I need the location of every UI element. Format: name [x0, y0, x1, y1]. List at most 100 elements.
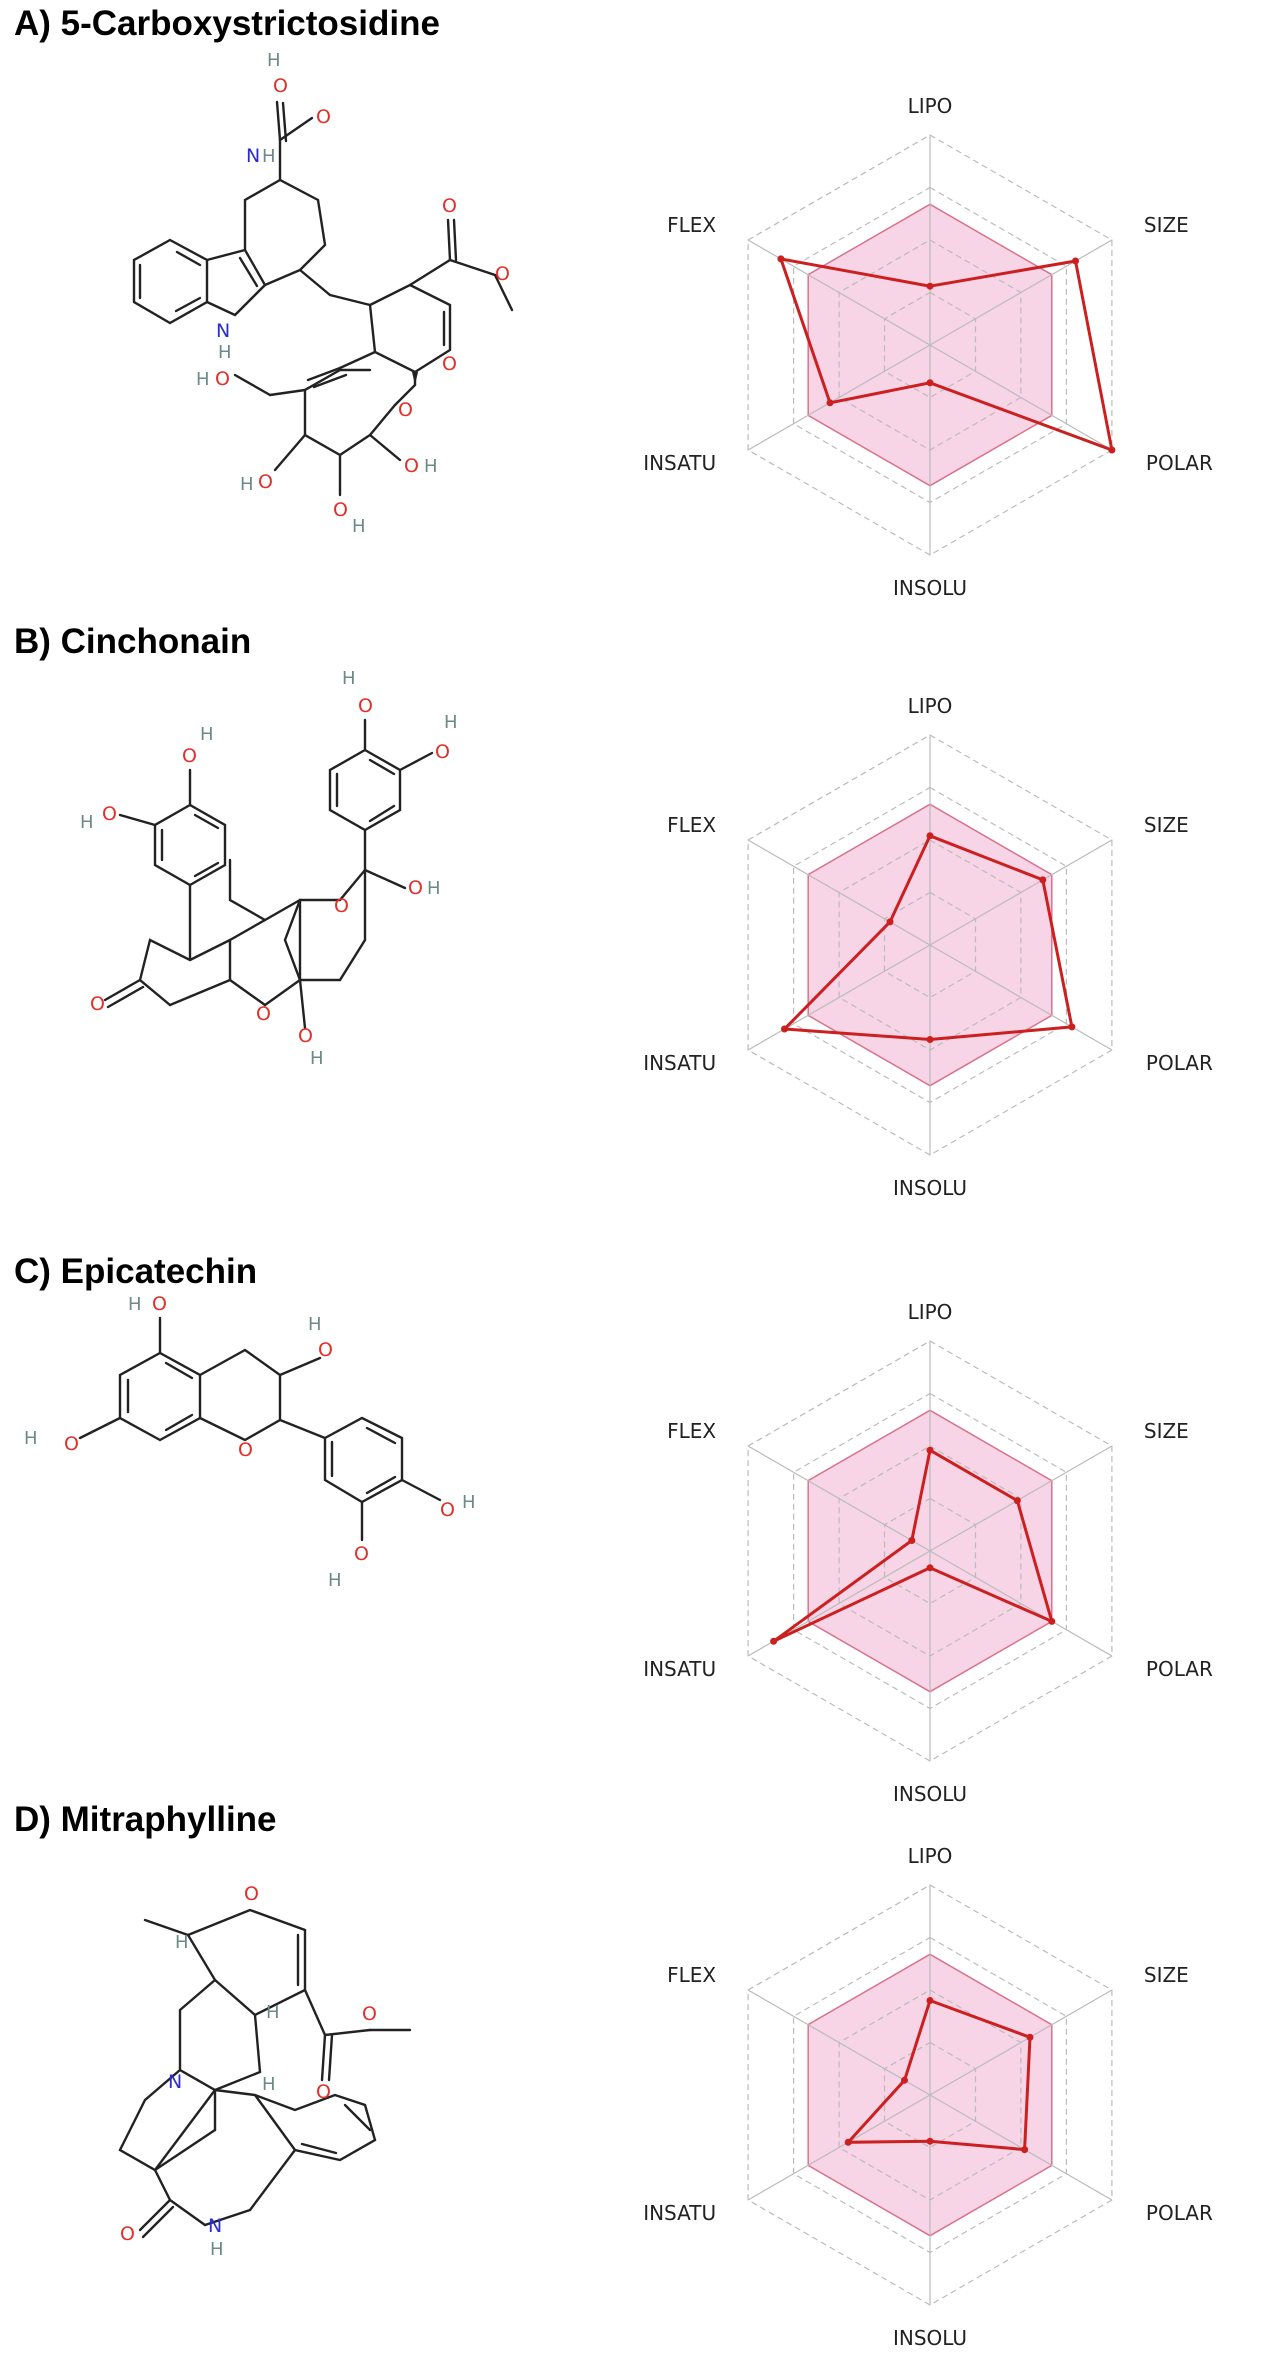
svg-text:H: H [262, 2074, 276, 2095]
axis-line [747, 944, 931, 1051]
axis-line [747, 1989, 931, 2096]
svg-text:O: O [215, 368, 230, 390]
svg-text:O: O [120, 2223, 135, 2245]
svg-text:H: H [342, 668, 356, 689]
data-point [770, 1637, 778, 1645]
svg-text:H: H [427, 878, 441, 899]
data-point [926, 1036, 934, 1043]
svg-text:H: H [240, 474, 254, 495]
svg-text:H: H [175, 1932, 189, 1953]
svg-text:H: H [444, 712, 458, 733]
svg-text:O: O [64, 1433, 79, 1455]
data-point [908, 1537, 916, 1544]
svg-text:O: O [440, 1499, 455, 1521]
svg-text:H: H [218, 342, 232, 363]
axis-label-size: SIZE [1144, 1963, 1189, 1987]
svg-text:O: O [404, 455, 419, 477]
molecule-structure-b: O H O H O O H O O O H O H O H [80, 668, 458, 1069]
svg-text:O: O [435, 741, 450, 763]
svg-text:O: O [238, 1439, 253, 1461]
data-point [1068, 1023, 1076, 1031]
data-point [926, 2137, 934, 2145]
axis-line [929, 1989, 1113, 2096]
axis-label-flex: FLEX [667, 813, 716, 837]
svg-text:N: N [208, 2215, 222, 2237]
svg-text:H: H [80, 812, 94, 833]
radar-chart-b: LIPO SIZE POLAR INSOLU INSATU FLEX [643, 694, 1213, 1200]
axis-label-insolu: INSOLU [893, 1176, 967, 1200]
axis-label-size: SIZE [1144, 813, 1189, 837]
svg-text:O: O [298, 1025, 313, 1047]
axis-line [929, 1550, 1113, 1657]
data-point [1039, 876, 1047, 884]
axis-label-lipo: LIPO [908, 694, 953, 718]
svg-text:O: O [90, 993, 105, 1015]
svg-text:O: O [495, 263, 510, 285]
data-point [1048, 1617, 1056, 1625]
svg-text:H: H [196, 369, 210, 390]
data-point [1021, 2146, 1029, 2154]
axis-line [929, 239, 1113, 346]
axis-label-insolu: INSOLU [893, 576, 967, 600]
svg-text:O: O [152, 1293, 167, 1315]
data-point [1108, 446, 1116, 454]
molecule-structure-c: O H O H O O H O H O H [24, 1293, 476, 1591]
panel-title: A) 5-Carboxystrictosidine [14, 4, 440, 43]
svg-text:H: H [24, 1428, 38, 1449]
axis-line [747, 1445, 931, 1552]
svg-text:O: O [273, 75, 288, 97]
svg-text:O: O [362, 2003, 377, 2025]
axis-label-insatu: INSATU [643, 2201, 716, 2225]
data-point [926, 832, 934, 840]
axis-line [929, 1445, 1113, 1552]
svg-text:H: H [200, 724, 214, 745]
axis-label-insatu: INSATU [643, 1051, 716, 1075]
axis-label-flex: FLEX [667, 1419, 716, 1443]
panel-b: B) Cinchonain [0, 620, 1261, 1240]
panel-c: C) Epicatechin O H O H O O H O H O H [0, 1240, 1261, 1806]
svg-text:O: O [358, 695, 373, 717]
svg-text:H: H [308, 1314, 322, 1335]
svg-text:H: H [424, 456, 438, 477]
axis-label-polar: POLAR [1146, 1051, 1213, 1075]
data-point [886, 918, 894, 926]
panel-title: B) Cinchonain [14, 622, 252, 661]
panel-title: C) Epicatechin [14, 1252, 258, 1291]
axis-label-lipo: LIPO [908, 94, 953, 118]
data-point [926, 1997, 934, 2004]
axis-line [747, 2094, 931, 2201]
data-point [926, 1446, 934, 1454]
axis-line [929, 944, 1113, 1051]
svg-text:H: H [128, 1294, 142, 1315]
svg-text:N: N [246, 145, 260, 167]
svg-text:O: O [408, 877, 423, 899]
svg-text:N: N [216, 320, 230, 342]
axis-line [929, 2094, 1113, 2201]
axis-label-size: SIZE [1144, 1419, 1189, 1443]
data-point [844, 2138, 852, 2146]
svg-text:O: O [442, 195, 457, 217]
axis-label-insolu: INSOLU [893, 2326, 967, 2350]
data-point [1072, 257, 1079, 265]
axis-line [747, 839, 931, 946]
data-point [926, 379, 934, 387]
svg-text:O: O [244, 1883, 259, 1905]
axis-label-flex: FLEX [667, 213, 716, 237]
svg-text:N: N [168, 2071, 182, 2093]
data-point [901, 2076, 908, 2084]
axis-label-lipo: LIPO [908, 1844, 953, 1868]
molecule-structure-d: O H N H H O O O N H [118, 1883, 412, 2260]
axis-label-lipo: LIPO [908, 1300, 953, 1324]
svg-text:O: O [316, 106, 331, 128]
svg-text:O: O [333, 499, 348, 521]
svg-text:H: H [352, 516, 366, 537]
axis-label-size: SIZE [1144, 213, 1189, 237]
axis-label-flex: FLEX [667, 1963, 716, 1987]
svg-text:O: O [316, 2081, 331, 2103]
svg-text:O: O [354, 1543, 369, 1565]
data-point [781, 1025, 788, 1033]
svg-text:O: O [318, 1339, 333, 1361]
axis-label-insatu: INSATU [643, 1657, 716, 1681]
axis-label-polar: POLAR [1146, 1657, 1213, 1681]
